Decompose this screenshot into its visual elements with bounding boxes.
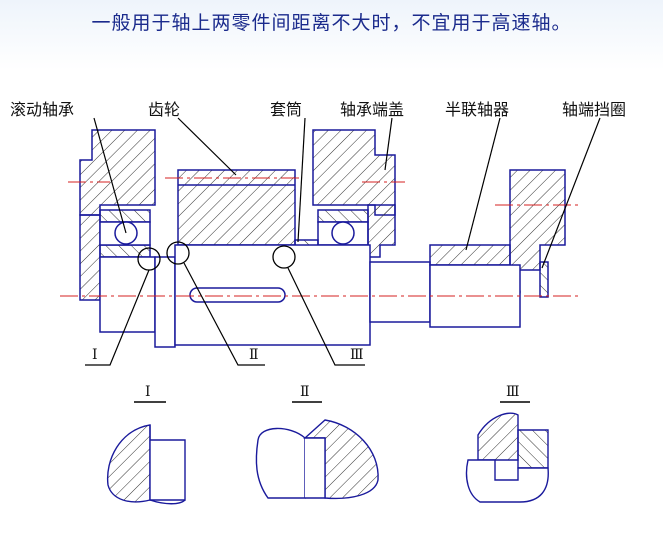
label-end-retainer: 轴端挡圈 [562, 100, 627, 119]
detail-ref-1: Ⅰ [92, 347, 98, 363]
detail-ref-3: Ⅲ [350, 347, 364, 363]
leader-lines [85, 117, 601, 366]
housing-left [79, 129, 156, 301]
detail-ref-2: Ⅱ [249, 347, 259, 363]
label-bearing-cap: 轴承端盖 [340, 100, 405, 119]
half-coupling [429, 169, 566, 328]
detail-title-2: Ⅱ [300, 384, 310, 400]
detail-title-1: Ⅰ [145, 384, 151, 400]
gear [177, 169, 296, 246]
detail-view-2 [255, 401, 379, 500]
bearing-left [99, 209, 151, 258]
label-gear: 齿轮 [148, 100, 181, 119]
label-coupling: 半联轴器 [445, 100, 510, 119]
bearing-cap [367, 204, 396, 258]
end-retainer [539, 261, 549, 298]
label-rolling-bearing: 滚动轴承 [10, 100, 75, 119]
page-title: 一般用于轴上两零件间距离不大时，不宜用于高速轴。 [91, 12, 572, 34]
shaft [99, 244, 521, 348]
housing-right [312, 129, 396, 216]
detail-view-3 [465, 401, 549, 503]
label-sleeve: 套筒 [270, 100, 303, 119]
detail-title-3: Ⅲ [506, 384, 520, 400]
detail-view-1 [106, 401, 186, 505]
